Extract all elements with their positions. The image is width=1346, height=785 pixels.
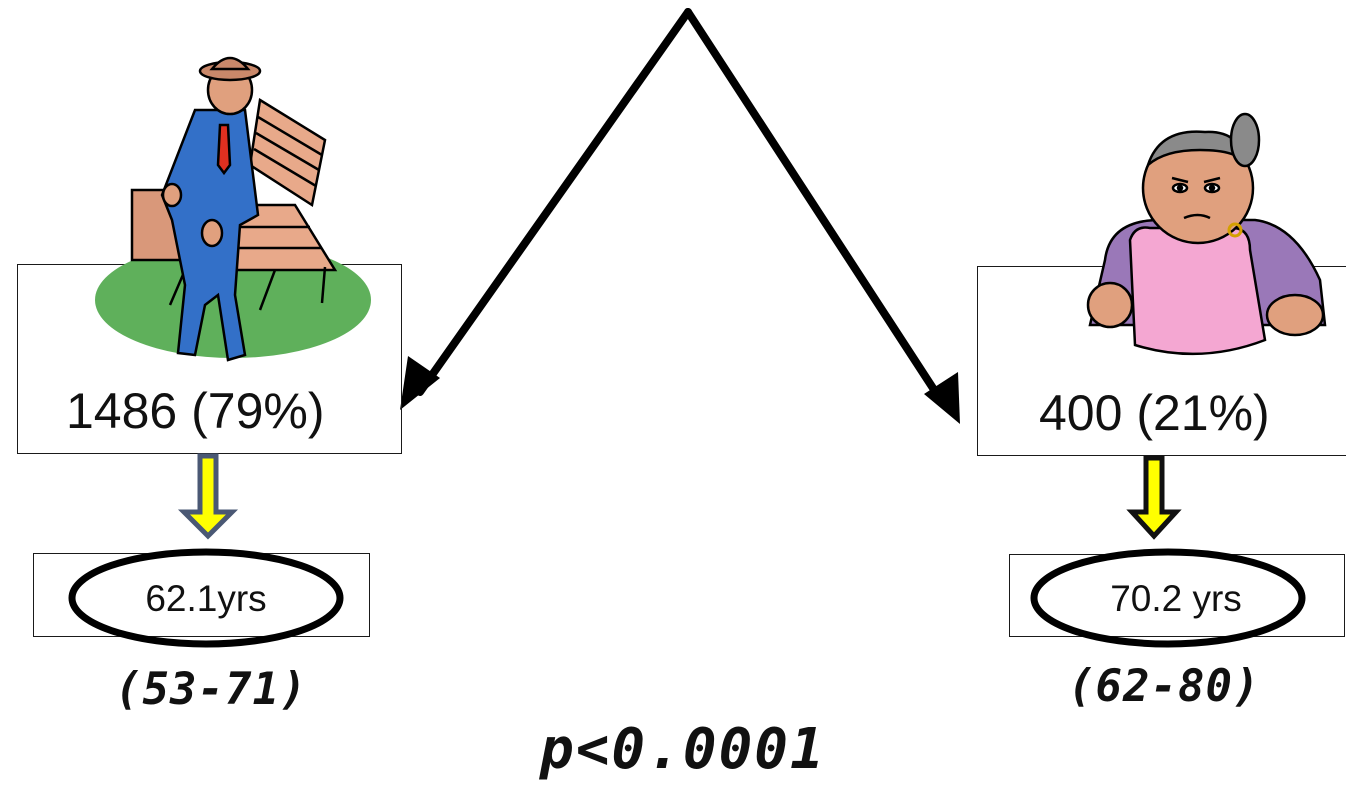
female-age-range: (62-80) [1068,661,1261,712]
man-on-bench-icon [95,56,371,362]
male-age-range: (53-71) [115,664,308,715]
right-down-arrow [1126,455,1182,540]
female-count-label: 400 (21%) [1039,385,1270,441]
left-down-arrow [177,453,239,540]
right-split-arrow [684,8,960,424]
left-split-arrow [400,8,692,410]
female-age-oval [1030,548,1306,648]
woman-in-apron-icon [1086,112,1327,356]
male-age-oval [68,548,344,648]
male-count-label: 1486 (79%) [66,383,325,439]
male-age-label: 62.1yrs [145,578,267,619]
female-age-label: 70.2 yrs [1110,578,1242,619]
p-value-label: p<0.0001 [540,717,826,782]
